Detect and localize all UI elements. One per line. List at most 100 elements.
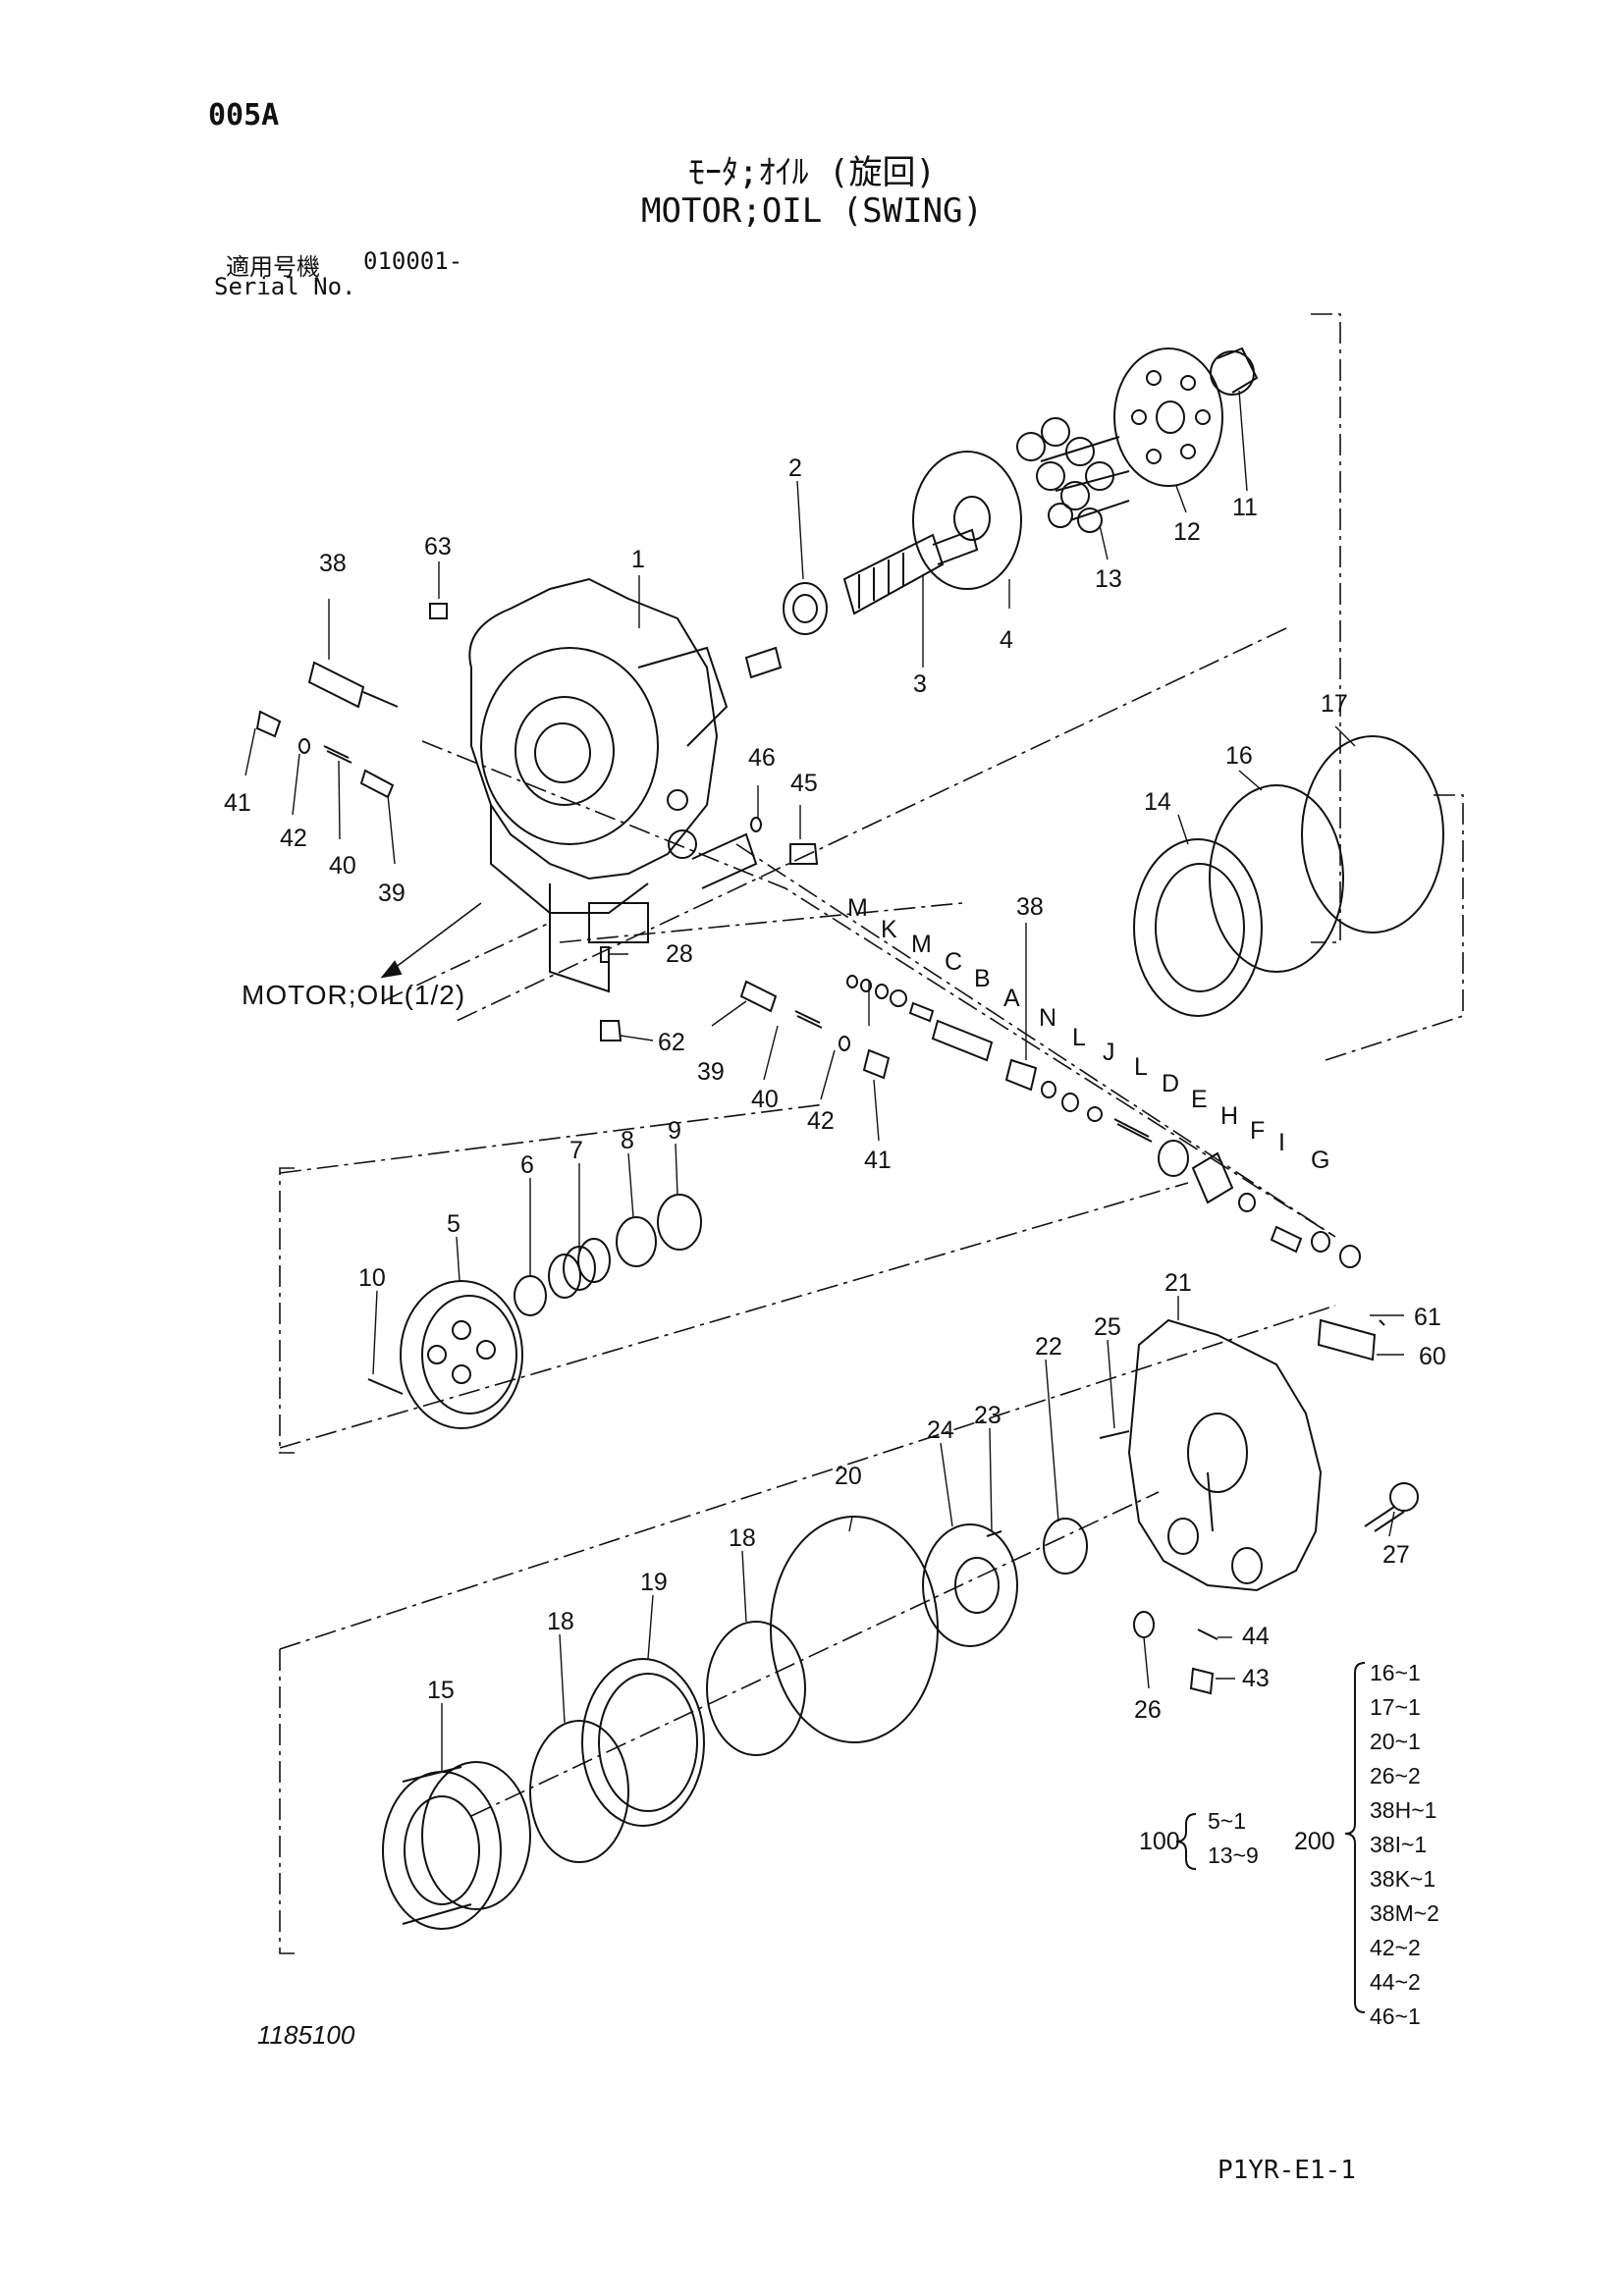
kit-200-item: 38K~1 bbox=[1370, 1866, 1435, 1892]
relief-valve-left bbox=[255, 661, 399, 799]
callout-24: 24 bbox=[927, 1416, 954, 1444]
bearing-part-22 bbox=[1043, 1518, 1088, 1575]
callout-60: 60 bbox=[1419, 1343, 1446, 1370]
sub-callout-M-1: M bbox=[847, 894, 868, 922]
kit-200-item: 46~1 bbox=[1370, 2003, 1421, 2029]
callout-9: 9 bbox=[668, 1117, 681, 1145]
callout-38-right: 38 bbox=[1016, 893, 1044, 921]
callout-1: 1 bbox=[631, 546, 645, 573]
callout-13: 13 bbox=[1095, 565, 1122, 593]
callout-46: 46 bbox=[748, 744, 776, 772]
kit-200: 200 16~1 17~1 20~1 26~2 38H~1 38I~1 38K~… bbox=[1294, 1660, 1439, 2029]
spring-part-7 bbox=[548, 1238, 611, 1299]
drum-part-15 bbox=[382, 1761, 531, 1930]
kit-200-item: 16~1 bbox=[1370, 1660, 1421, 1685]
part-callouts: 1 2 3 4 5 6 7 8 9 10 11 12 13 14 16 17 1… bbox=[224, 454, 1446, 1724]
bolt-part-27 bbox=[1364, 1482, 1419, 1532]
callout-38-left: 38 bbox=[319, 550, 347, 577]
serial-label-japanese: 適用号機 bbox=[226, 253, 320, 281]
sub-callout-D: D bbox=[1162, 1070, 1179, 1097]
bolt-part-housing bbox=[744, 646, 783, 679]
valve-plate-part-12 bbox=[1113, 347, 1223, 487]
relief-valve-right bbox=[739, 980, 891, 1080]
reference-label: MOTOR;OIL(1/2) bbox=[242, 980, 466, 1010]
callout-18-lower: 18 bbox=[547, 1608, 574, 1635]
callout-43: 43 bbox=[1242, 1665, 1270, 1692]
callout-39-left: 39 bbox=[378, 880, 406, 907]
callout-40-right: 40 bbox=[751, 1086, 779, 1113]
o-ring-part-16 bbox=[1209, 784, 1344, 973]
sub-callout-J: J bbox=[1103, 1039, 1115, 1066]
kit-200-item: 38M~2 bbox=[1370, 1900, 1439, 1926]
plate-part-4 bbox=[912, 451, 1022, 590]
kit-100-item: 5~1 bbox=[1208, 1808, 1246, 1834]
plug-part-63 bbox=[429, 603, 448, 619]
kit-200-item: 17~1 bbox=[1370, 1694, 1421, 1720]
shaft-assembly bbox=[783, 451, 1022, 635]
snap-ring-part-6 bbox=[514, 1275, 547, 1316]
serial-label-english: Serial No. bbox=[214, 273, 356, 300]
callout-22: 22 bbox=[1035, 1333, 1062, 1361]
guide-lines bbox=[279, 313, 1464, 1954]
kit-200-item: 38I~1 bbox=[1370, 1832, 1427, 1857]
callout-7: 7 bbox=[569, 1137, 583, 1164]
plate-part-19 bbox=[581, 1658, 705, 1827]
callout-17: 17 bbox=[1321, 690, 1348, 718]
page-code: 005A bbox=[208, 98, 280, 133]
callout-28: 28 bbox=[666, 940, 693, 968]
sub-callout-L-2: L bbox=[1134, 1053, 1148, 1081]
callout-14: 14 bbox=[1144, 788, 1171, 816]
callout-15-16: 16 bbox=[1225, 742, 1253, 770]
callout-11: 11 bbox=[1232, 494, 1258, 521]
sub-callout-B: B bbox=[974, 965, 991, 992]
sub-callout-K: K bbox=[881, 916, 897, 943]
sub-callout-A: A bbox=[1003, 985, 1020, 1012]
kit-100-item: 13~9 bbox=[1208, 1842, 1259, 1868]
gear-part-5 bbox=[367, 1280, 523, 1429]
leader-lines bbox=[244, 390, 1404, 1772]
ring-part-18-lower bbox=[529, 1720, 629, 1863]
callout-26: 26 bbox=[1134, 1696, 1162, 1724]
pin-part-23 bbox=[986, 1530, 1002, 1537]
sub-callout-M-2: M bbox=[911, 931, 932, 958]
callout-25: 25 bbox=[1094, 1313, 1121, 1341]
pin-part-44 bbox=[1197, 1629, 1218, 1640]
drawing-number: 1185100 bbox=[257, 2020, 355, 2050]
callout-20: 20 bbox=[835, 1463, 862, 1490]
o-ring-part-20 bbox=[770, 1516, 939, 1743]
title-japanese: ﾓｰﾀ;ｵｲﾙ (旋回) bbox=[688, 153, 936, 192]
callout-12: 12 bbox=[1173, 518, 1201, 546]
callout-3: 3 bbox=[913, 670, 927, 698]
callout-41-left: 41 bbox=[224, 789, 251, 817]
callout-10: 10 bbox=[358, 1264, 386, 1292]
sheet-reference: P1YR-E1-1 bbox=[1218, 2156, 1356, 2185]
sub-callout-I: I bbox=[1278, 1129, 1285, 1156]
serial-value: 010001- bbox=[363, 247, 463, 275]
bearing-part-11 bbox=[1210, 347, 1259, 396]
callout-8: 8 bbox=[621, 1127, 634, 1154]
kit-100-bracket bbox=[1175, 1813, 1197, 1870]
sub-callout-C: C bbox=[945, 948, 962, 976]
callout-44: 44 bbox=[1242, 1623, 1270, 1650]
kit-200-item: 20~1 bbox=[1370, 1729, 1421, 1754]
callout-19: 19 bbox=[640, 1569, 668, 1596]
callout-62: 62 bbox=[658, 1029, 685, 1056]
plug-part-45 bbox=[789, 843, 819, 865]
kit-100-code: 100 bbox=[1139, 1828, 1180, 1855]
cover-part-21 bbox=[1127, 1318, 1323, 1592]
ring-part-14 bbox=[1133, 838, 1263, 1017]
plug-part-43 bbox=[1189, 1667, 1215, 1695]
kit-200-item: 38H~1 bbox=[1370, 1797, 1436, 1823]
callout-41-right: 41 bbox=[864, 1147, 892, 1174]
callout-5: 5 bbox=[447, 1210, 460, 1238]
kit-200-bracket bbox=[1344, 1662, 1366, 2013]
snap-ring-part-9 bbox=[657, 1194, 702, 1251]
kit-200-item: 42~2 bbox=[1370, 1935, 1421, 1960]
sub-callout-G: G bbox=[1311, 1147, 1329, 1174]
sub-callout-N: N bbox=[1039, 1004, 1056, 1032]
kit-200-item: 26~2 bbox=[1370, 1763, 1421, 1789]
callout-23: 23 bbox=[974, 1402, 1001, 1429]
plate-part-8 bbox=[616, 1216, 657, 1267]
sub-callout-E: E bbox=[1191, 1086, 1208, 1113]
